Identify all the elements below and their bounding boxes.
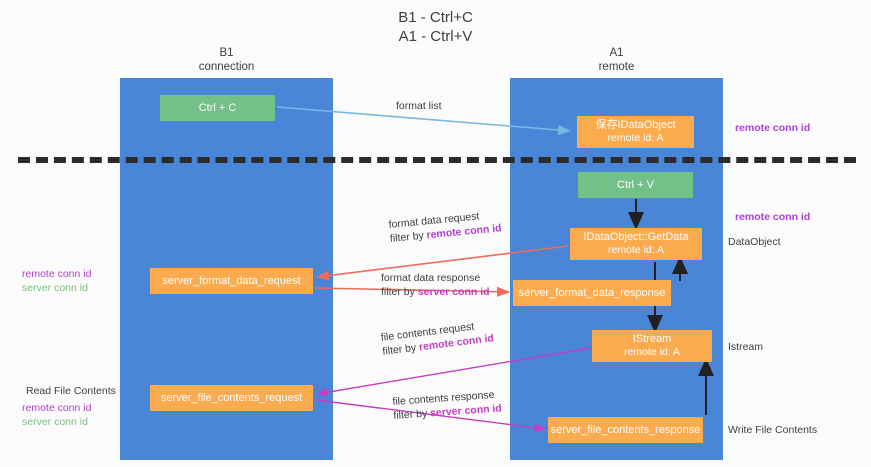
annotation-dataobject: DataObject — [728, 236, 781, 248]
node-ctrl-v-label: Ctrl + V — [617, 178, 654, 191]
annotation-left-server-conn-id: server conn id — [22, 281, 88, 294]
node-server-file-contents-response[interactable]: server_file_contents_response — [548, 417, 703, 443]
node-server-format-data-request-label: server_format_data_request — [162, 274, 301, 287]
node-server-file-contents-request-label: server_file_contents_request — [160, 391, 303, 404]
edge-label-format-data-response-line1: format data response — [381, 272, 481, 284]
edge-label-file-contents-response: file contents response filter by server … — [392, 387, 502, 423]
edge-label-format-list: format list — [396, 99, 442, 113]
node-istream[interactable]: IStream remote id: A — [592, 330, 712, 362]
filter-prefix: filter by — [393, 407, 431, 422]
annotation-read-file-contents: Read File Contents — [26, 385, 116, 397]
node-save-idataobject-sub: remote id: A — [607, 132, 664, 144]
filter-prefix: filter by — [389, 229, 428, 245]
node-server-format-data-response-label: server_format_data_response — [518, 286, 666, 299]
annotation-left-conn-ids-top: remote conn id server conn id — [22, 268, 91, 295]
edge-label-file-contents-request: file contents request filter by remote c… — [380, 317, 495, 358]
node-idataobject-getdata[interactable]: IDataObject::GetData remote id: A — [570, 228, 702, 260]
lane-header-a1-subtitle: remote — [598, 61, 635, 73]
node-ctrl-v[interactable]: Ctrl + V — [578, 172, 693, 198]
page-title: B1 - Ctrl+C A1 - Ctrl+V — [0, 8, 871, 46]
title-line-1: B1 - Ctrl+C — [398, 9, 473, 26]
node-idataobject-getdata-label: IDataObject::GetData — [583, 231, 689, 243]
filter-key-server-conn-id: server conn id — [417, 286, 490, 298]
node-server-format-data-request[interactable]: server_format_data_request — [150, 268, 313, 294]
edge-label-format-data-response-line2: filter by server conn id — [381, 285, 490, 299]
node-ctrl-c-label: Ctrl + C — [198, 101, 237, 114]
annotation-remote-conn-id-top: remote conn id — [735, 122, 811, 134]
edge-label-format-list-line1: format list — [396, 100, 442, 112]
node-istream-sub: remote id: A — [623, 346, 681, 358]
node-server-file-contents-response-label: server_file_contents_response — [550, 423, 701, 436]
annotation-istream: Istream — [728, 341, 764, 353]
annotation-left-server-conn-id-2: server conn id — [22, 415, 88, 428]
filter-prefix: filter by — [381, 341, 420, 358]
filter-key-server-conn-id: server conn id — [429, 402, 503, 420]
annotation-left-remote-conn-id: remote conn id — [22, 268, 92, 280]
annotation-remote-conn-id-mid: remote conn id — [735, 211, 811, 223]
phase-divider — [18, 157, 856, 163]
node-istream-label: IStream — [632, 333, 672, 345]
node-save-idataobject-label: 保存IDataObject — [595, 119, 676, 131]
lane-header-b1: B1 connection — [120, 46, 333, 74]
node-ctrl-c[interactable]: Ctrl + C — [160, 95, 275, 121]
lane-header-a1: A1 remote — [510, 46, 723, 74]
lane-header-b1-subtitle: connection — [198, 61, 255, 73]
node-server-format-data-response[interactable]: server_format_data_response — [513, 280, 671, 306]
annotation-left-conn-ids-bottom: remote conn id server conn id — [22, 402, 91, 429]
node-idataobject-getdata-sub: remote id: A — [607, 244, 665, 256]
edge-label-format-data-response: format data response filter by server co… — [381, 271, 490, 299]
title-line-2: A1 - Ctrl+V — [398, 28, 473, 45]
filter-prefix: filter by — [381, 286, 418, 298]
lane-header-a1-name: A1 — [609, 47, 624, 59]
annotation-left-remote-conn-id-2: remote conn id — [22, 402, 92, 414]
node-save-idataobject[interactable]: 保存IDataObject remote id: A — [577, 116, 694, 148]
node-server-file-contents-request[interactable]: server_file_contents_request — [150, 385, 313, 411]
lane-header-b1-name: B1 — [219, 47, 234, 59]
edge-label-format-data-request: format data request filter by remote con… — [388, 207, 502, 246]
annotation-write-file-contents: Write File Contents — [728, 424, 818, 436]
